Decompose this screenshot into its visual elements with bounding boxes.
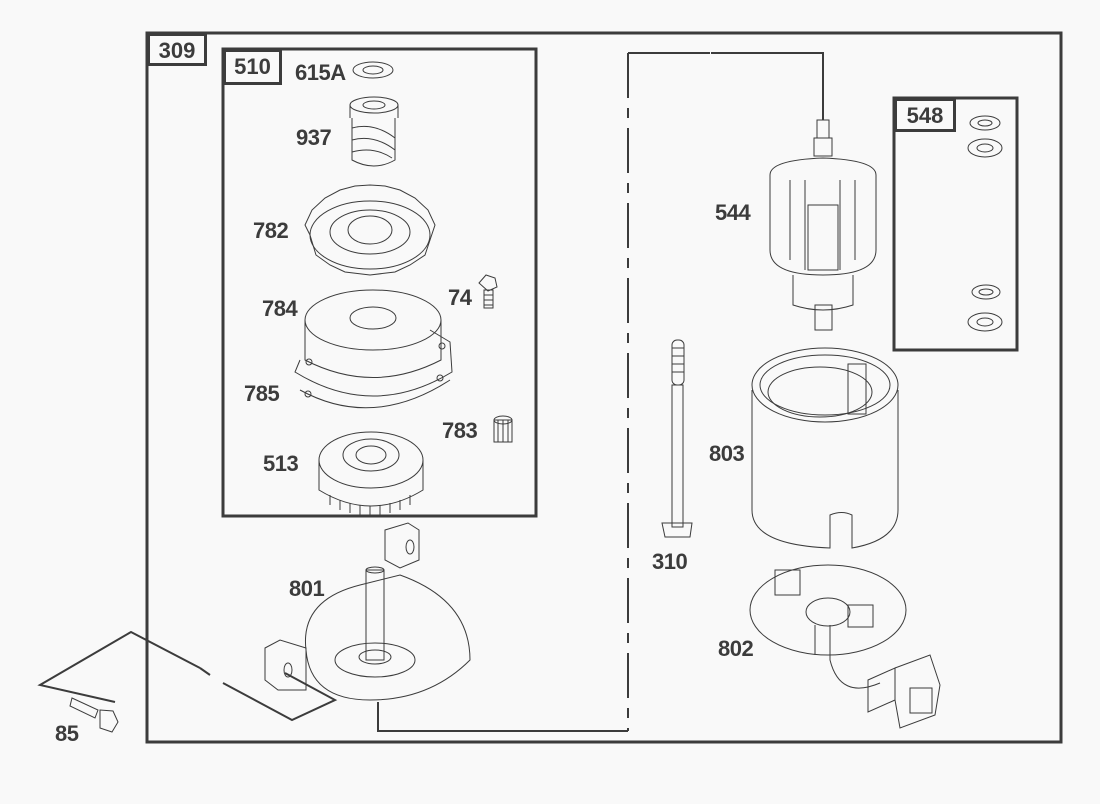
bolt-85-leader-line (37, 630, 338, 722)
part-784-cover (294, 289, 453, 398)
kit-548-label: 548 (894, 98, 956, 132)
callout-544[interactable]: 544 (715, 200, 751, 225)
callout-783[interactable]: 783 (442, 418, 478, 443)
callout-937[interactable]: 937 (296, 125, 332, 150)
callout-310[interactable]: 310 (652, 549, 688, 574)
kit-309-frame (145, 31, 1063, 744)
kit-309-label: 309 (147, 33, 207, 66)
assembly-leader-line (377, 52, 824, 732)
part-937-helix (349, 96, 399, 167)
callout-782[interactable]: 782 (253, 218, 289, 243)
callout-801[interactable]: 801 (289, 576, 325, 601)
callout-803[interactable]: 803 (709, 441, 745, 466)
part-74-screw (478, 274, 498, 309)
callout-785[interactable]: 785 (244, 381, 280, 406)
kit-510-label: 510 (223, 49, 282, 85)
part-803-housing (751, 347, 899, 549)
part-782-gear (304, 184, 436, 276)
part-548-washers (967, 115, 1003, 332)
kit-510-frame (221, 47, 538, 518)
callout-74[interactable]: 74 (448, 285, 472, 310)
part-802-brush-plate (749, 564, 941, 729)
part-785-gasket (299, 379, 451, 409)
callout-802[interactable]: 802 (718, 636, 754, 661)
callout-615A[interactable]: 615A (295, 60, 346, 85)
callout-85[interactable]: 85 (55, 721, 79, 746)
part-783-pinion (493, 415, 513, 443)
part-85-bolt (69, 697, 119, 733)
part-615A-retaining-ring (352, 61, 394, 79)
callout-513[interactable]: 513 (263, 451, 299, 476)
part-801-end-cap (264, 522, 471, 701)
callout-784[interactable]: 784 (262, 296, 298, 321)
part-310-through-bolt (661, 339, 693, 538)
kit-548-frame (892, 96, 1019, 352)
part-544-armature (769, 119, 877, 331)
part-513-ring-gear (318, 431, 424, 516)
